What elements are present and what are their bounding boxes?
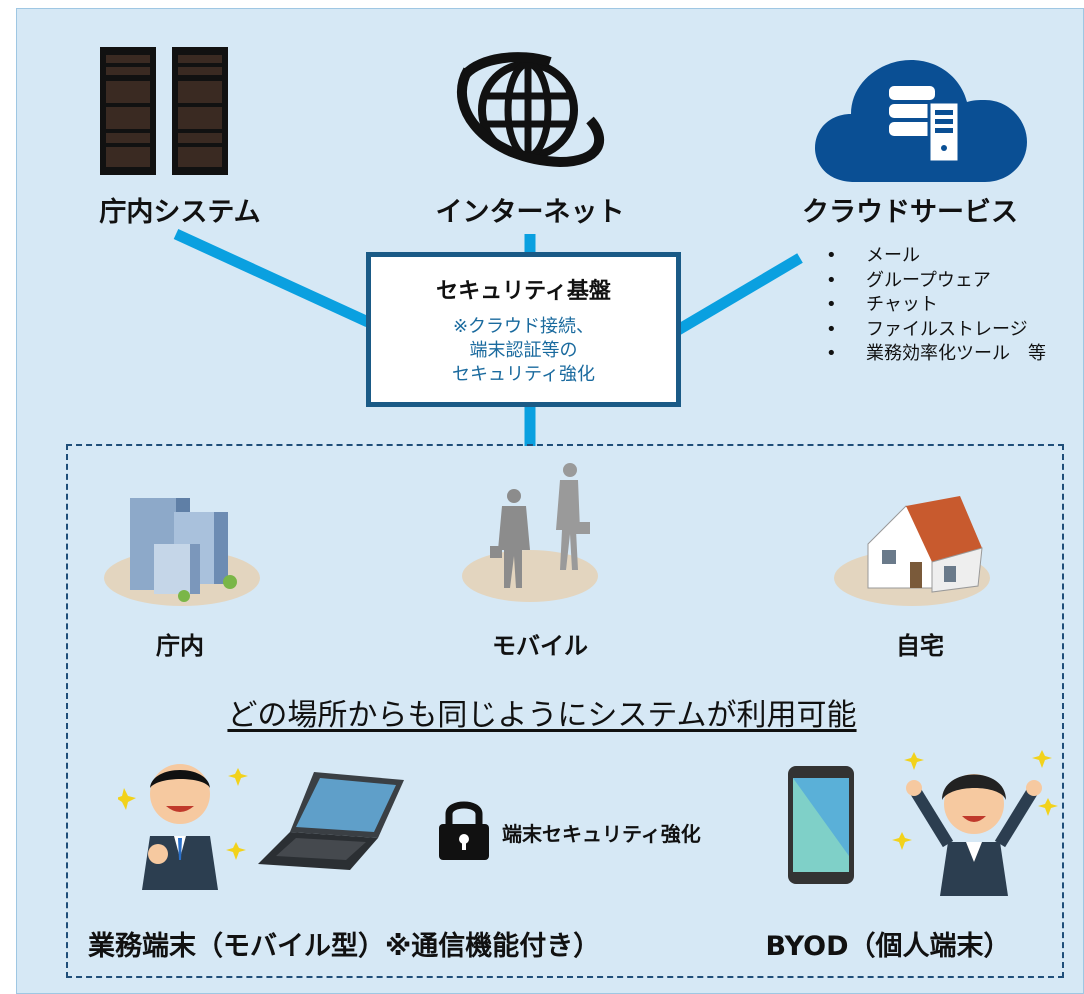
list-item: メール — [826, 244, 1082, 269]
globe-icon — [457, 52, 605, 168]
server-rack-icon — [100, 47, 228, 175]
list-item: グループウェア — [826, 269, 1082, 294]
list-item: チャット — [826, 293, 1082, 318]
mobile-label: モバイル — [492, 632, 588, 660]
cloud-database-icon — [815, 60, 1027, 182]
security-platform-box: セキュリティ基盤 ※クラウド接続、 端末認証等の セキュリティ強化 — [366, 252, 681, 407]
businesswoman-icon — [892, 750, 1058, 896]
note-line: 端末認証等の — [469, 340, 578, 361]
connector-cloud — [675, 253, 803, 335]
security-platform-note: ※クラウド接続、 端末認証等の セキュリティ強化 — [371, 315, 676, 387]
lock-icon — [439, 801, 489, 860]
smartphone-icon — [788, 766, 854, 884]
home-label: 自宅 — [896, 632, 944, 660]
connector-internal-system — [173, 229, 371, 327]
note-line: ※クラウド接続、 — [452, 316, 595, 337]
office-building-icon — [104, 498, 260, 606]
house-icon — [834, 496, 990, 606]
note-line: セキュリティ強化 — [452, 364, 595, 385]
work-terminal-label: 業務端末（モバイル型）※通信機能付き） — [88, 931, 601, 962]
byod-label: BYOD（個人端末） — [765, 931, 1011, 962]
office-label: 庁内 — [156, 632, 204, 660]
headline: どの場所からも同じようにシステムが利用可能 — [0, 690, 1084, 734]
laptop-icon — [258, 772, 404, 870]
headline-text: どの場所からも同じようにシステムが利用可能 — [227, 698, 857, 733]
cloud-services-label: クラウドサービス — [802, 197, 1018, 228]
list-item: 業務効率化ツール 等 — [826, 342, 1082, 367]
businessman-icon — [118, 764, 248, 890]
locations-area — [66, 444, 1064, 978]
list-item: ファイルストレージ — [826, 318, 1082, 343]
security-platform-title: セキュリティ基盤 — [436, 279, 611, 304]
device-security-label: 端末セキュリティ強化 — [502, 822, 701, 846]
business-people-icon — [462, 463, 598, 602]
cloud-service-list: メール グループウェア チャット ファイルストレージ 業務効率化ツール 等 — [826, 244, 1082, 367]
internal-system-label: 庁内システム — [99, 197, 261, 228]
internet-label: インターネット — [435, 197, 625, 228]
